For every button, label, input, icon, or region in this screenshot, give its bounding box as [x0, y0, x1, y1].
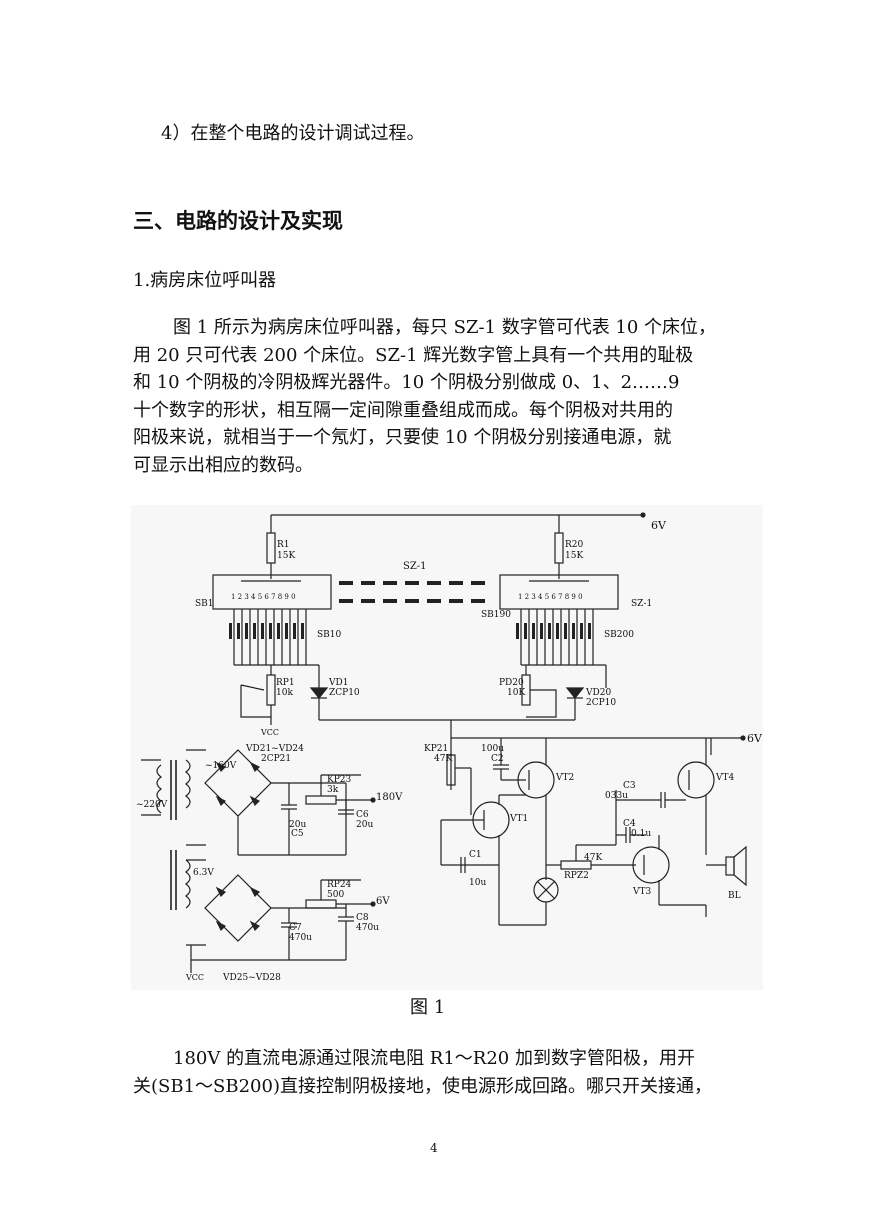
label-47k: 47K [584, 853, 602, 863]
label-vt1: VT1 [509, 814, 528, 824]
paragraph-1-line: 可显示出相应的数码。 [133, 454, 313, 476]
label-digits-left: 1 2 3 4 5 6 7 8 9 0 [231, 593, 296, 601]
label-c5: C5 [291, 829, 304, 839]
label-c3-value: 033u [605, 791, 628, 801]
label-sb1: SB1 [195, 599, 214, 609]
label-rp1-value: 10k [276, 688, 293, 698]
paragraph-2: 180V 的直流电源通过限流电阻 R1～R20 加到数字管阳极，用开 关(SB1… [133, 1045, 712, 1100]
label-sb10: SB10 [317, 630, 342, 640]
paragraph-1-line: 用 20 只可代表 200 个床位。SZ-1 辉光数字管上具有一个共用的耻极 [133, 344, 694, 366]
label-6-3v: 6.3V [193, 868, 214, 878]
label-c6: C6 [356, 810, 369, 820]
label-sb190: SB190 [481, 610, 511, 620]
label-r1: R1 [277, 540, 290, 550]
label-c7-value: 470u [289, 933, 312, 943]
label-c6-value: 20u [356, 820, 373, 830]
subheading: 1.病房床位呼叫器 [133, 270, 277, 291]
label-kp21-value: 47K [434, 754, 452, 764]
label-180v: 180V [376, 792, 403, 803]
label-c8-value: 470u [356, 923, 379, 933]
label-c4: C4 [623, 819, 636, 829]
label-rpz2: RPZ2 [564, 871, 589, 881]
paragraph-2-line: 关(SB1～SB200)直接控制阴极接地，使电源形成回路。哪只开关接通， [133, 1075, 712, 1097]
paragraph-1-line: 阳极来说，就相当于一个氖灯，只要使 10 个阴极分别接通电源，就 [133, 427, 672, 449]
paragraph-1-line: 十个数字的形状，相互隔一定间隙重叠组成而成。每个阴极对共用的 [133, 399, 673, 421]
label-c5-value: 20u [289, 820, 306, 830]
label-vt2: VT2 [555, 773, 574, 783]
paragraph-1-line: 和 10 个阴极的冷阴极辉光器件。10 个阴极分别做成 0、1、2……9 [133, 372, 680, 394]
label-c3: C3 [623, 781, 636, 791]
label-vcc-top: VCC [260, 728, 279, 737]
label-sz1-right: SZ-1 [631, 599, 652, 609]
label-vd20: VD20 [585, 688, 611, 698]
circuit-diagram: 6V R1 15K R20 15K SZ-1 SB1 1 2 3 4 5 6 7… [131, 505, 763, 990]
label-c1-value: 10u [469, 878, 486, 888]
label-r1-value: 15K [277, 551, 295, 561]
page-number: 4 [430, 1141, 438, 1155]
section-heading: 三、电路的设计及实现 [133, 209, 343, 233]
label-c4-value: 0.1u [631, 829, 651, 839]
label-vd21-value: 2CP21 [261, 754, 291, 764]
label-220v: ~220V [136, 800, 168, 810]
paragraph-1: 图 1 所示为病房床位呼叫器，每只 SZ-1 数字管可代表 10 个床位， 用 … [133, 314, 716, 480]
list-item-4: 4）在整个电路的设计调试过程。 [161, 123, 425, 144]
label-c8: C8 [356, 913, 369, 923]
label-sb200: SB200 [604, 630, 634, 640]
label-vt4: VT4 [715, 773, 735, 783]
figure-caption: 图 1 [410, 997, 446, 1018]
label-vd25: VD25~VD28 [222, 973, 281, 983]
label-6v-right: 6V [747, 732, 763, 745]
label-160v: ~160V [205, 761, 237, 771]
label-sz1-middle: SZ-1 [403, 561, 427, 572]
label-kp21: KP21 [424, 744, 448, 754]
label-c7: C7 [289, 923, 302, 933]
paragraph-2-line: 180V 的直流电源通过限流电阻 R1～R20 加到数字管阳极，用开 [173, 1048, 695, 1069]
label-c1: C1 [469, 850, 482, 860]
label-c2-value: 100u [481, 744, 504, 754]
label-pd20: PD20 [499, 678, 524, 688]
label-kp23-value: 3k [327, 785, 339, 795]
label-rp24: RP24 [327, 880, 352, 890]
label-vd20-value: 2CP10 [586, 698, 616, 708]
label-vd1-value: ZCP10 [329, 688, 360, 698]
label-6v-top: 6V [651, 519, 667, 532]
label-c2: C2 [491, 754, 504, 764]
label-bl: BL [728, 891, 741, 901]
label-kp23: KP23 [327, 775, 352, 785]
paragraph-1-line: 图 1 所示为病房床位呼叫器，每只 SZ-1 数字管可代表 10 个床位， [173, 317, 717, 338]
label-r20-value: 15K [565, 551, 583, 561]
label-rp24-value: 500 [327, 890, 344, 900]
label-vcc-bottom: VCC [185, 973, 204, 982]
label-rp1: RP1 [276, 678, 295, 688]
label-vt3: VT3 [632, 887, 652, 897]
label-vd21: VD21~VD24 [245, 744, 304, 754]
label-r20: R20 [565, 540, 584, 550]
label-6v-psu: 6V [376, 896, 390, 907]
label-vd1: VD1 [328, 678, 348, 688]
label-digits-right: 1 2 3 4 5 6 7 8 9 0 [518, 593, 583, 601]
label-pd20-value: 10K [507, 688, 525, 698]
